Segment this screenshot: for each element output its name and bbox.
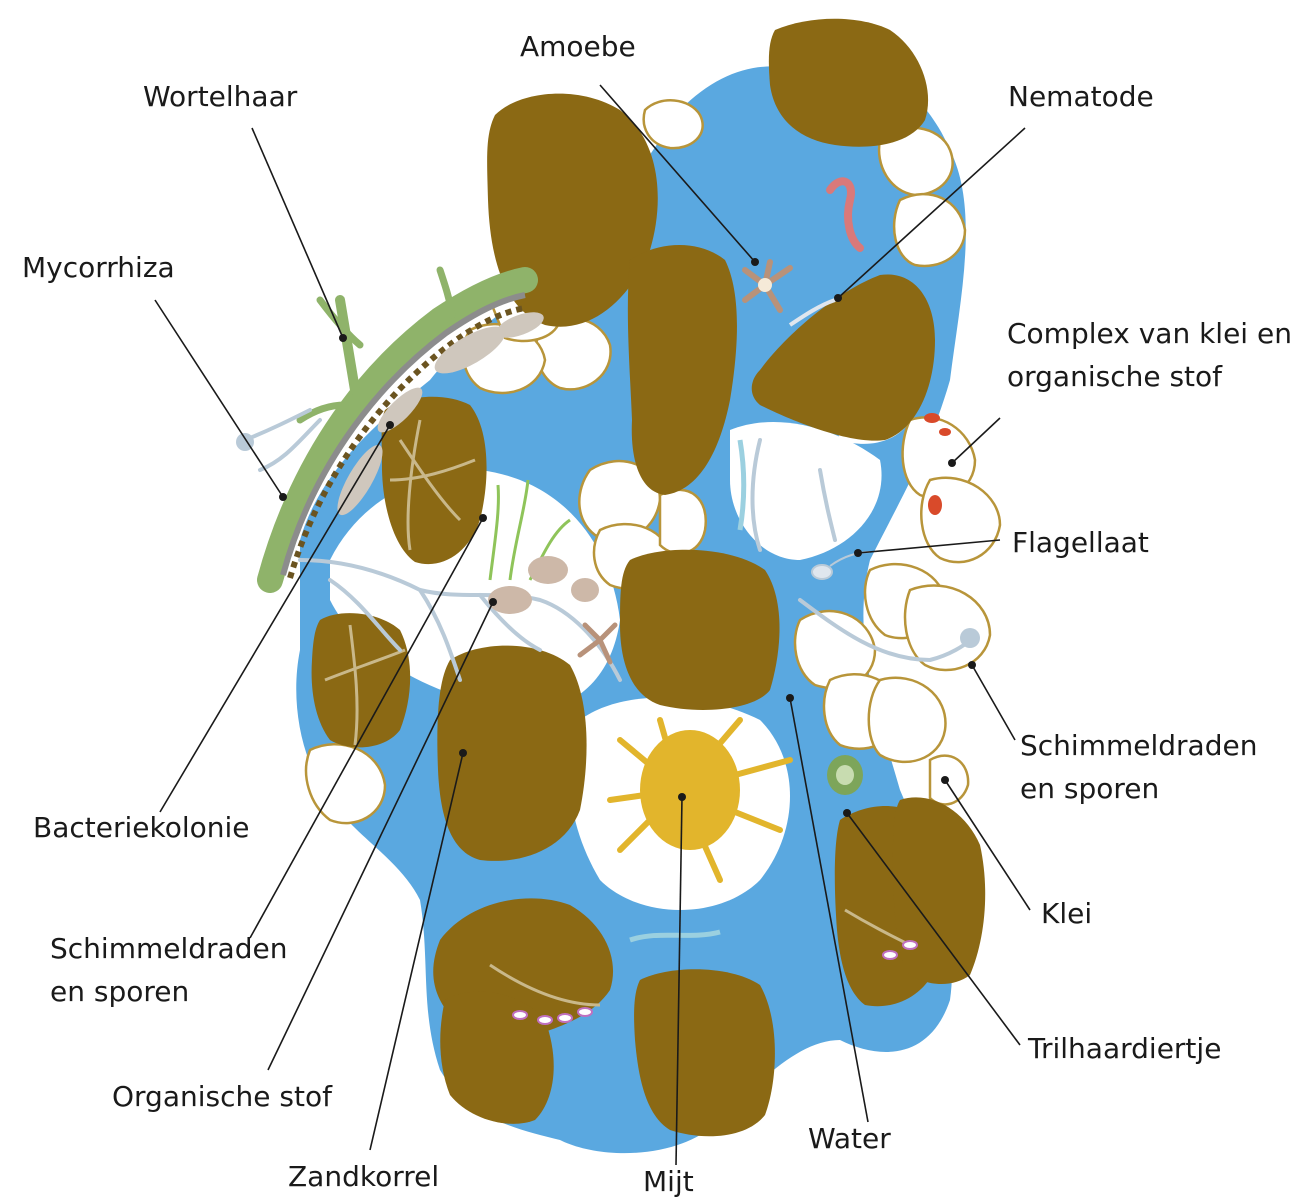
clay-aggregate [930,756,968,805]
label-wortelhaar: Wortelhaar [143,75,297,118]
label-trilhaardiertje: Trilhaardiertje [1028,1027,1221,1070]
label-nematode: Nematode [1008,75,1154,118]
label-bacteriekolonie: Bacteriekolonie [33,806,250,849]
label-flagellaat: Flagellaat [1012,521,1149,564]
clay-aggregate [905,586,990,670]
label-complex: Complex van klei en organische stof [1007,312,1292,398]
sand-grain [893,797,985,984]
leader-wortelhaar [252,128,343,338]
amoeba-nucleus [758,278,772,292]
label-schimmeldraden-left: Schimmeldraden en sporen [50,927,287,1013]
leader-mycorrhiza [155,300,283,497]
leader-schimmeldraden-right [972,665,1015,740]
clay-aggregate [921,478,1000,562]
label-water: Water [808,1117,891,1160]
label-organische-stof: Organische stof [112,1075,332,1118]
sand-grain [620,550,780,710]
label-amoebe: Amoebe [520,25,636,68]
sand-grain [634,969,775,1136]
mite-body [640,730,740,850]
root-hair [340,300,355,390]
clay-aggregate [869,678,946,762]
clay-aggregate [644,100,703,148]
label-mycorrhiza: Mycorrhiza [22,246,175,289]
label-zandkorrel: Zandkorrel [288,1155,439,1198]
ciliate-nucleus [836,765,854,785]
label-klei: Klei [1041,892,1092,935]
spore [960,628,980,648]
clay-aggregate [660,490,706,554]
label-schimmeldraden-right: Schimmeldraden en sporen [1020,724,1257,810]
flagellate [812,565,832,579]
